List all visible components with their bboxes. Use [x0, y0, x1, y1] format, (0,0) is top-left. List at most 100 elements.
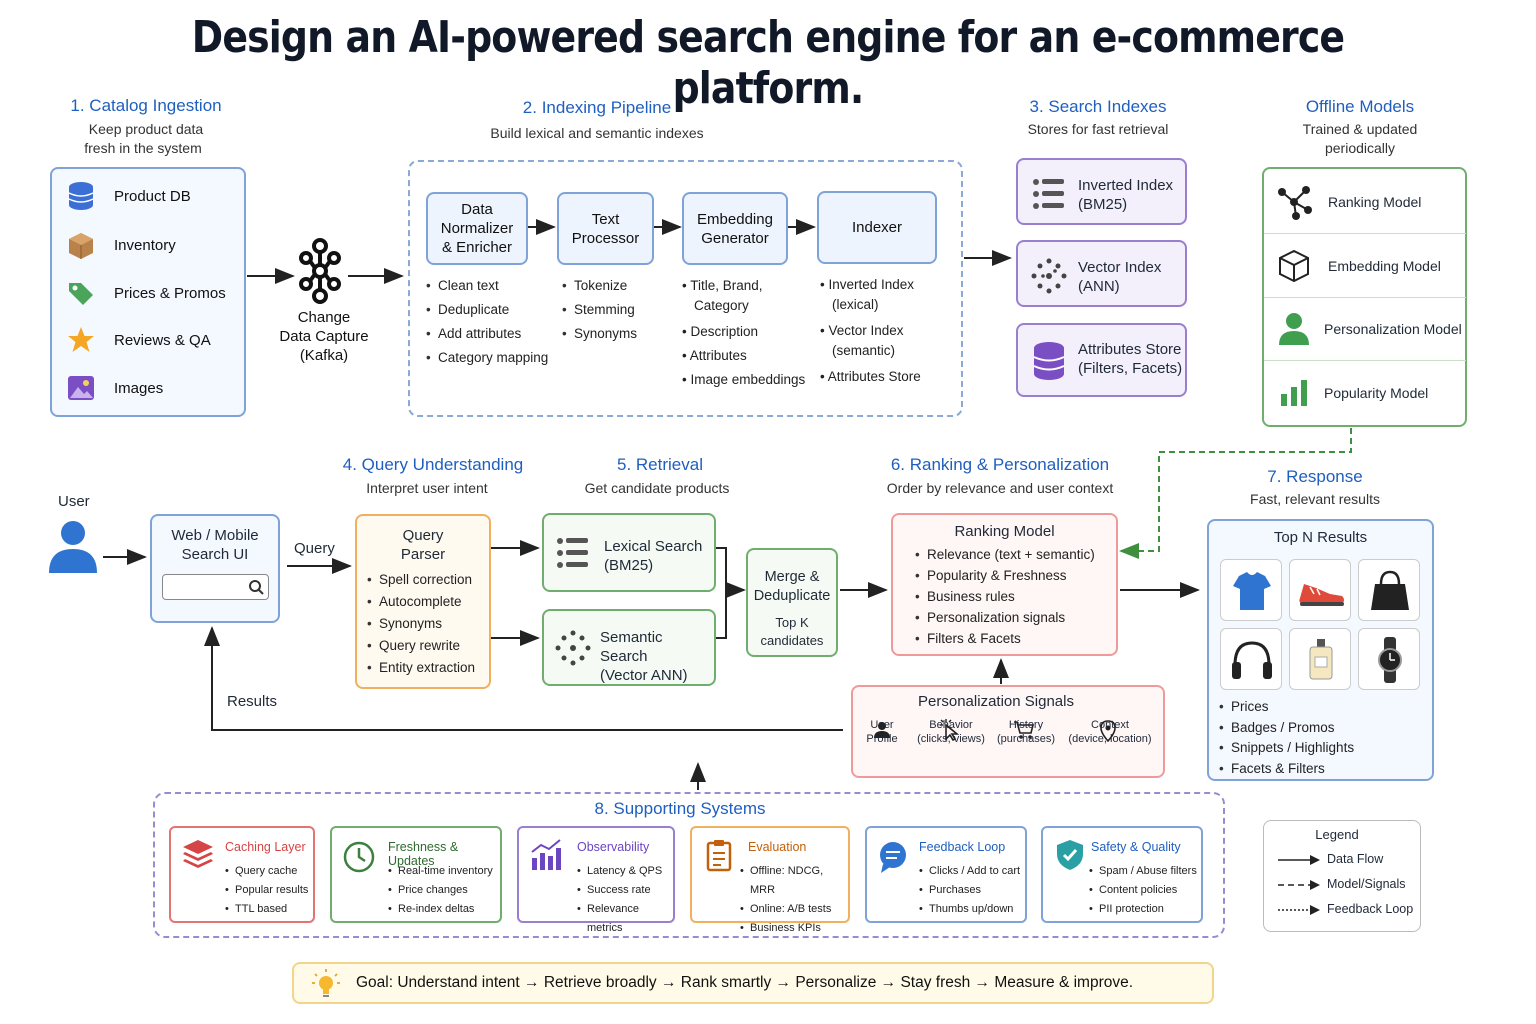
ranking-model-title: Ranking Model	[954, 523, 1055, 540]
stage-label: Normalizer	[440, 220, 514, 237]
bullet-line: • Vector Index	[820, 323, 904, 338]
results-label: Results	[227, 693, 278, 710]
bullet-line: • Inverted Index	[820, 277, 915, 292]
user-label: User	[58, 493, 90, 510]
bullet-text: Vector Index	[828, 323, 904, 338]
bullet: Thumbs up/down	[919, 900, 1020, 919]
search-input[interactable]	[162, 574, 269, 600]
source-images: Images	[66, 373, 163, 403]
stage-label: Data	[461, 201, 493, 218]
index-label: Vector Index(ANN)	[1078, 258, 1161, 296]
indexes-title: 3. Search Indexes	[1029, 97, 1167, 116]
cube-icon	[1264, 248, 1324, 284]
bullet: Popular results	[225, 881, 308, 900]
source-inventory: Inventory	[66, 230, 176, 260]
graph-icon	[1264, 182, 1324, 222]
search-ui-label: Web / Mobile Search UI	[152, 526, 278, 564]
card-bullets: Spam / Abuse filters Content policies PI…	[1089, 862, 1197, 919]
star-icon	[66, 325, 96, 355]
bullet: Clicks / Add to cart	[919, 862, 1020, 881]
headphones-icon	[1232, 641, 1272, 679]
legend-box: Legend Data Flow Model/Signals Feedback …	[1263, 820, 1421, 932]
clock-icon	[343, 841, 375, 873]
top-results-box: Top N Results Prices Badges / Promos Sni…	[1207, 519, 1434, 781]
parser-title-line: Query	[402, 527, 444, 544]
indexer-bullets: • Inverted Index (lexical) • Vector Inde…	[820, 273, 921, 389]
card-bullets: Latency & QPS Success rate Relevance met…	[577, 862, 673, 938]
product-tile[interactable]	[1289, 559, 1351, 621]
source-label: Prices & Promos	[114, 284, 226, 302]
bullet: TTL based	[225, 900, 308, 919]
bullet-line: (semantic)	[820, 343, 921, 359]
location-pin-icon	[1100, 720, 1116, 747]
bullet: PII protection	[1089, 900, 1197, 919]
bullet: Popularity & Freshness	[915, 565, 1095, 586]
product-tile[interactable]	[1220, 559, 1282, 621]
ranking-model-box: Ranking Model Relevance (text + semantic…	[891, 513, 1118, 656]
bullet: Clean text	[426, 274, 548, 298]
card-bullets: Real-time inventory Price changes Re-ind…	[388, 862, 493, 919]
index-label: Inverted Index(BM25)	[1078, 176, 1173, 214]
dotted-arrow-icon	[1278, 905, 1320, 915]
bullet: Spell correction	[367, 569, 475, 591]
supporting-systems-frame	[153, 792, 1225, 938]
product-tile[interactable]	[1358, 559, 1420, 621]
user-profile-icon	[873, 721, 891, 744]
merge-line: Deduplicate	[753, 588, 831, 604]
stage-label: Processor	[571, 229, 640, 247]
chat-bubble-icon	[880, 842, 906, 873]
bullet-text: (semantic)	[832, 343, 896, 358]
semantic-label: Semantic Search(Vector ANN)	[600, 628, 714, 685]
normalizer-bullets: Clean text Deduplicate Add attributes Ca…	[426, 274, 548, 370]
bullet: Offline: NDCG, MRR	[740, 862, 848, 900]
normalizer-box: Data Normalizer & Enricher	[426, 192, 528, 265]
catalog-title: 1. Catalog Ingestion	[70, 96, 222, 115]
index-label-line: (Filters, Facets)	[1078, 360, 1183, 377]
bullet: Purchases	[919, 881, 1020, 900]
price-tag-icon	[66, 278, 96, 308]
product-tile[interactable]	[1358, 628, 1420, 690]
card-title: Evaluation	[748, 840, 807, 854]
parser-title-line: Parser	[400, 546, 446, 563]
bullet: Filters & Facets	[915, 628, 1095, 649]
database-icon	[1032, 341, 1066, 388]
attributes-store-box: Attributes Store(Filters, Facets)	[1016, 323, 1187, 397]
semantic-line: (Vector ANN)	[600, 667, 688, 684]
source-label: Images	[114, 379, 164, 397]
bullet-text: (lexical)	[832, 297, 879, 312]
card-bullets: Offline: NDCG, MRR Online: A/B tests Bus…	[740, 862, 848, 938]
legend-item: Model/Signals	[1327, 877, 1406, 891]
catalog-subtitle-2: fresh in the system	[84, 140, 202, 156]
product-tile[interactable]	[1220, 628, 1282, 690]
bullet-text: Description	[690, 324, 759, 339]
dashed-arrow-icon	[1278, 880, 1320, 890]
safety-quality-card: Safety & Quality Spam / Abuse filters Co…	[1041, 826, 1203, 923]
merge-label: Merge & Deduplicate	[748, 568, 836, 606]
response-title: 7. Response	[1267, 467, 1363, 486]
bullet-line: • Title, Brand,	[682, 278, 763, 293]
card-title: Feedback Loop	[919, 840, 1006, 854]
top-results-title: Top N Results	[1273, 529, 1368, 546]
text-processor-bullets: Tokenize Stemming Synonyms	[562, 274, 637, 346]
bullet: Re-index deltas	[388, 900, 493, 919]
source-product-db: Product DB	[66, 181, 191, 211]
bullet: Deduplicate	[426, 298, 548, 322]
vector-index-box: Vector Index(ANN)	[1016, 240, 1187, 307]
bullet: Snippets / Highlights	[1219, 738, 1354, 759]
embedding-generator-box: Embedding Generator	[682, 192, 788, 265]
understanding-title: 4. Query Understanding	[342, 455, 524, 474]
product-tile[interactable]	[1289, 628, 1351, 690]
lexical-line: Lexical Search	[604, 538, 703, 555]
tshirt-icon	[1233, 572, 1271, 610]
query-parser-bullets: Spell correction Autocomplete Synonyms Q…	[367, 569, 475, 679]
legend-item: Feedback Loop	[1327, 902, 1414, 916]
signal-line: (device, location)	[1068, 733, 1152, 745]
offline-models-box: Ranking Model Embedding Model Personaliz…	[1262, 167, 1467, 427]
model-label: Popularity Model	[1324, 384, 1429, 401]
offline-subtitle-1: Trained & updated	[1302, 121, 1418, 137]
bullet: Category mapping	[426, 346, 548, 370]
handbag-icon	[1371, 570, 1409, 610]
personalization-signals-box	[851, 685, 1165, 778]
ranking-subtitle: Order by relevance and user context	[886, 480, 1114, 496]
retrieval-title: 5. Retrieval	[617, 455, 703, 474]
